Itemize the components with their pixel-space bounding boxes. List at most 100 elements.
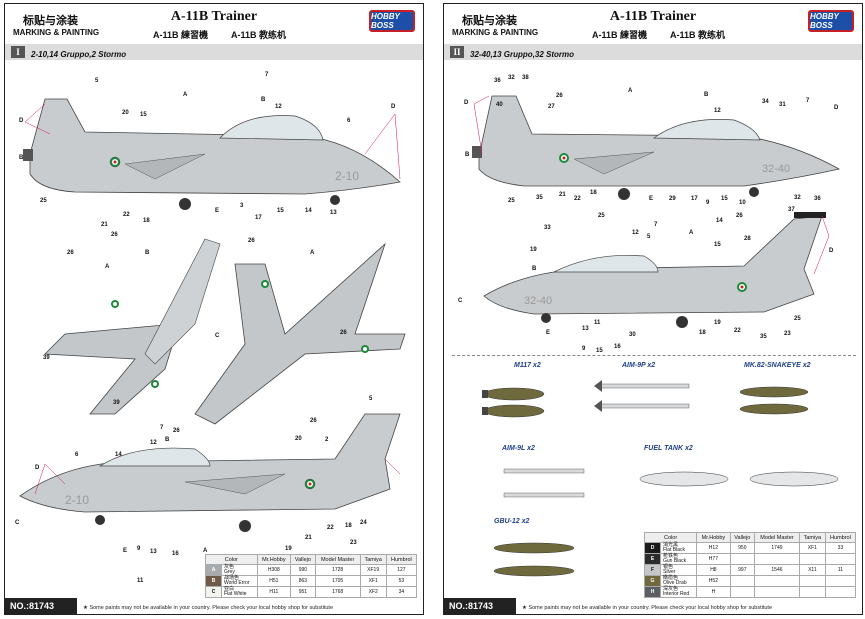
svg-text:5: 5 bbox=[647, 234, 651, 240]
svg-text:14: 14 bbox=[716, 218, 723, 224]
scheme-number: I bbox=[11, 46, 25, 58]
product-number: NO.:81743 bbox=[5, 598, 77, 614]
svg-text:C: C bbox=[15, 520, 20, 526]
svg-text:16: 16 bbox=[614, 344, 621, 350]
humbrol-code bbox=[824, 553, 857, 565]
svg-text:31: 31 bbox=[779, 102, 786, 108]
svg-text:14: 14 bbox=[115, 452, 122, 458]
col-color: Color bbox=[643, 532, 698, 543]
modelmaster-code: 1768 bbox=[314, 586, 361, 598]
section-divider bbox=[452, 355, 856, 356]
gbu12-label: GBU-12 x2 bbox=[494, 518, 530, 525]
svg-text:12: 12 bbox=[714, 108, 721, 114]
svg-text:2-10: 2-10 bbox=[335, 169, 359, 183]
svg-text:26: 26 bbox=[67, 250, 74, 256]
svg-text:15: 15 bbox=[277, 208, 284, 214]
svg-text:25: 25 bbox=[598, 213, 605, 219]
svg-text:34: 34 bbox=[762, 99, 769, 105]
svg-text:32: 32 bbox=[794, 195, 801, 201]
instruction-sheet-2: 标贴与涂装 MARKING & PAINTING A-11B Trainer A… bbox=[443, 3, 863, 615]
humbrol-code: 11 bbox=[824, 564, 857, 576]
svg-text:26: 26 bbox=[736, 213, 743, 219]
svg-text:E: E bbox=[123, 548, 127, 554]
col-tamiya: Tamiya bbox=[798, 532, 826, 543]
svg-text:39: 39 bbox=[43, 355, 50, 361]
side-view-left: 32-40 bbox=[472, 95, 841, 200]
header-chinese: 标贴与涂装 bbox=[23, 15, 78, 27]
svg-text:D: D bbox=[19, 118, 24, 124]
brand-logo: HOBBY BOSS bbox=[808, 10, 854, 32]
scheme-number: II bbox=[450, 46, 464, 58]
svg-text:15: 15 bbox=[721, 196, 728, 202]
svg-text:12: 12 bbox=[275, 104, 282, 110]
gbu12-bombs bbox=[493, 542, 575, 577]
vallejo-code: 997 bbox=[729, 564, 756, 576]
svg-text:19: 19 bbox=[714, 320, 721, 326]
mk82-bombs bbox=[739, 386, 809, 415]
section-band bbox=[444, 44, 862, 60]
humbrol-code bbox=[824, 586, 857, 598]
humbrol-code: 53 bbox=[385, 575, 418, 587]
svg-text:35: 35 bbox=[760, 334, 767, 340]
svg-text:7: 7 bbox=[654, 222, 658, 228]
humbrol-code: 34 bbox=[385, 586, 418, 598]
page-title: A-11B Trainer bbox=[170, 9, 258, 24]
svg-text:22: 22 bbox=[123, 212, 130, 218]
svg-text:27: 27 bbox=[548, 104, 555, 110]
m117-label: M117 x2 bbox=[514, 362, 541, 369]
col-color: Color bbox=[205, 554, 258, 565]
vallejo-code bbox=[729, 575, 756, 587]
instruction-sheet-1: 标贴与涂装 MARKING & PAINTING A-11B Trainer A… bbox=[4, 3, 424, 615]
modelmaster-code bbox=[754, 575, 800, 587]
svg-text:30: 30 bbox=[629, 332, 636, 338]
svg-text:18: 18 bbox=[143, 218, 150, 224]
svg-text:20: 20 bbox=[122, 110, 129, 116]
color-code: H bbox=[644, 586, 661, 598]
svg-text:D: D bbox=[35, 465, 40, 471]
svg-text:24: 24 bbox=[360, 520, 367, 526]
plan-view-lower bbox=[194, 242, 406, 425]
svg-text:22: 22 bbox=[574, 196, 581, 202]
mk82-label: MK.82-SNAKEYE x2 bbox=[744, 362, 811, 369]
col-mrhobby: Mr.Hobby bbox=[696, 532, 731, 543]
paint-legend-table: Color Mr.Hobby Vallejo Model Master Tami… bbox=[643, 532, 857, 598]
footnote: ★ Some paints may not be available in yo… bbox=[522, 605, 773, 611]
svg-text:7: 7 bbox=[806, 98, 810, 104]
svg-text:C: C bbox=[215, 333, 220, 339]
page-title: A-11B Trainer bbox=[609, 9, 697, 24]
svg-text:26: 26 bbox=[173, 428, 180, 434]
svg-text:26: 26 bbox=[248, 238, 255, 244]
subtitle-traditional: A-11B 練習機 bbox=[153, 30, 209, 40]
modelmaster-code: 1705 bbox=[314, 575, 361, 587]
svg-text:16: 16 bbox=[172, 551, 179, 557]
side-view-right: 32-40 bbox=[483, 212, 826, 328]
svg-text:13: 13 bbox=[330, 210, 337, 216]
callout-lines bbox=[24, 103, 401, 495]
svg-text:32-40: 32-40 bbox=[524, 295, 552, 307]
svg-text:A: A bbox=[628, 88, 633, 94]
svg-text:36: 36 bbox=[494, 78, 501, 84]
svg-text:32-40: 32-40 bbox=[762, 163, 790, 175]
svg-text:5: 5 bbox=[369, 396, 373, 402]
svg-text:3: 3 bbox=[240, 203, 244, 209]
vallejo-code: 990 bbox=[290, 564, 316, 576]
color-code: G bbox=[644, 575, 661, 587]
svg-text:18: 18 bbox=[345, 523, 352, 529]
vallejo-code bbox=[729, 586, 756, 598]
svg-text:B: B bbox=[145, 250, 150, 256]
svg-text:18: 18 bbox=[699, 330, 706, 336]
section-band bbox=[5, 44, 423, 60]
col-humbrol: Humbrol bbox=[385, 554, 418, 565]
tamiya-code bbox=[798, 586, 826, 598]
svg-text:15: 15 bbox=[596, 348, 603, 354]
